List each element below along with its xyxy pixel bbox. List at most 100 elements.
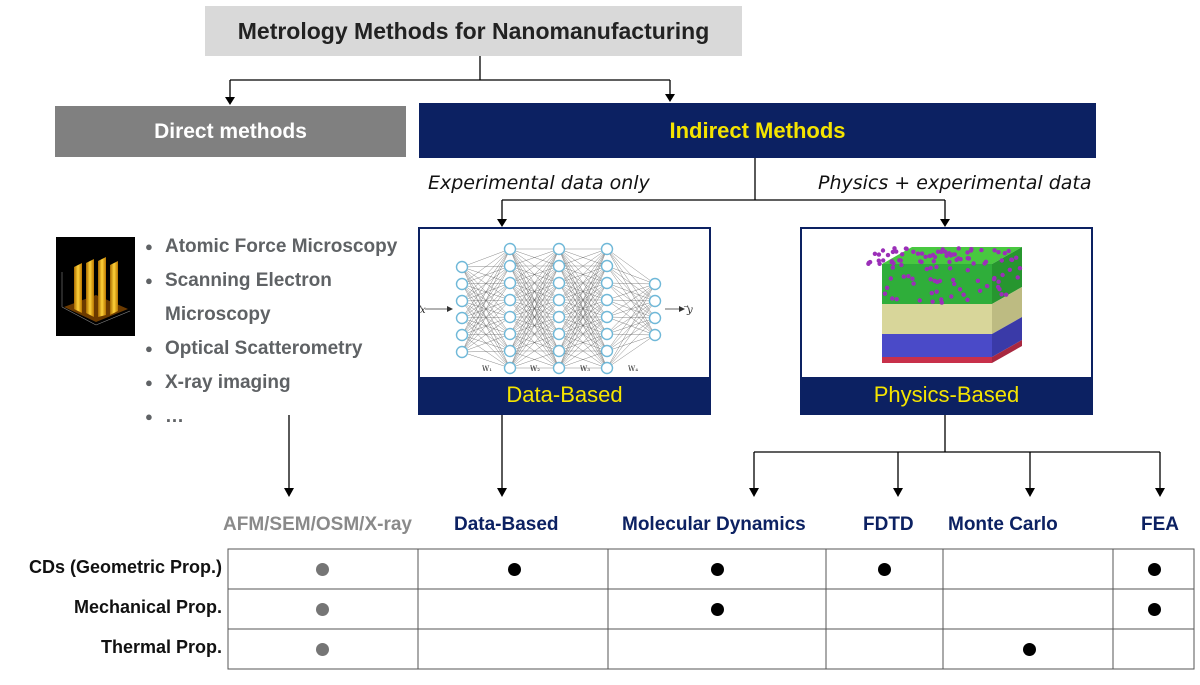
afm-surface-image — [56, 237, 135, 336]
branch-label-experimental: Experimental data only — [428, 172, 650, 194]
data-based-label: Data-Based — [420, 377, 709, 413]
molecule-dot — [890, 249, 896, 255]
data-based-panel: ⃗x ⃗y W₁ W₂ W₃ W₄ Data-Based — [418, 227, 711, 415]
molecule-dot — [952, 252, 957, 257]
molecule-dot — [954, 257, 959, 262]
neural-network-illustration: ⃗x ⃗y W₁ W₂ W₃ W₄ — [420, 242, 693, 375]
molecule-dot — [961, 292, 966, 297]
molecule-dot — [947, 259, 952, 265]
nn-output-label: ⃗y — [683, 305, 693, 316]
nn-weight-label: W₃ — [580, 365, 590, 373]
molecule-dot — [927, 253, 932, 259]
molecule-dot — [991, 277, 997, 282]
molecule-dot — [930, 299, 935, 304]
nn-weight-label: W₂ — [530, 365, 540, 373]
molecule-dot — [934, 264, 939, 270]
nn-node — [552, 276, 566, 290]
nn-node — [503, 327, 517, 341]
direct-methods-box: Direct methods — [55, 106, 406, 157]
molecule-dot — [897, 258, 902, 263]
method-afm: Atomic Force Microscopy — [145, 230, 397, 264]
molecule-dot — [949, 294, 954, 299]
nn-node — [552, 327, 566, 341]
molecule-dot — [1014, 255, 1019, 260]
nn-node — [503, 276, 517, 290]
molecule-dot — [952, 281, 957, 287]
molecule-dot — [965, 297, 970, 302]
molecule-dot — [975, 278, 981, 283]
method-sem: Scanning Electron Microscopy — [145, 264, 385, 332]
col-header-afm-sem-osm-xray: AFM/SEM/OSM/X-ray — [223, 514, 412, 535]
molecule-dot — [889, 259, 895, 264]
molecule-dot — [923, 254, 928, 259]
molecule-dot — [880, 248, 886, 253]
col-header-data-based: Data-Based — [454, 514, 559, 535]
molecule-dot — [901, 274, 906, 279]
molecule-dot — [984, 283, 990, 289]
nn-node — [503, 242, 517, 256]
table-mark — [316, 563, 329, 576]
table-mark — [508, 563, 521, 576]
table-mark — [1148, 603, 1161, 616]
table-mark — [711, 563, 724, 576]
molecule-dot — [911, 281, 916, 286]
molecule-dot — [915, 251, 921, 256]
molecule-dot — [979, 247, 984, 253]
nn-node — [600, 327, 614, 341]
nn-node — [455, 345, 469, 359]
molecule-dot — [1007, 267, 1012, 272]
nn-node — [600, 293, 614, 307]
molecule-dot — [965, 250, 970, 255]
molecule-dot — [885, 252, 891, 258]
molecule-dot — [957, 287, 963, 292]
molecule-dot — [884, 285, 890, 290]
molecule-dot — [968, 248, 974, 253]
molecule-dot — [950, 277, 956, 283]
branch-label-physics: Physics + experimental data — [818, 172, 1092, 194]
physics-based-label: Physics-Based — [802, 377, 1091, 413]
molecule-dot — [931, 259, 936, 264]
nn-node — [600, 361, 614, 375]
molecule-dot — [928, 277, 933, 282]
nn-node — [600, 259, 614, 273]
molecule-dot — [900, 252, 905, 257]
method-more: … — [145, 400, 397, 434]
nn-node — [648, 277, 662, 291]
nn-node — [503, 361, 517, 375]
method-xray: X-ray imaging — [145, 366, 397, 400]
nn-node — [455, 294, 469, 308]
molecule-dot — [956, 246, 961, 251]
molecule-dot — [894, 249, 899, 254]
molecule-dot — [992, 248, 997, 253]
molecule-dot — [999, 292, 1004, 297]
nn-node — [455, 277, 469, 291]
molecule-dot — [965, 268, 970, 273]
molecule-dot — [1015, 275, 1020, 280]
table-mark — [316, 643, 329, 656]
molecule-dot — [899, 262, 904, 268]
diagram-title: Metrology Methods for Nanomanufacturing — [205, 6, 742, 56]
table-mark — [316, 603, 329, 616]
molecule-dot — [872, 251, 878, 256]
physics-based-panel: Physics-Based — [800, 227, 1093, 415]
molecule-dot — [965, 256, 970, 261]
indirect-methods-box: Indirect Methods — [419, 103, 1096, 158]
molecule-dot — [890, 265, 895, 270]
table-mark — [1023, 643, 1036, 656]
molecule-dot — [910, 276, 915, 281]
nn-node — [552, 293, 566, 307]
nn-node — [503, 259, 517, 273]
molecule-dot — [1003, 292, 1009, 297]
molecule-dot — [881, 258, 886, 263]
table-mark — [711, 603, 724, 616]
molecule-dot — [971, 261, 976, 266]
row-label-cds: CDs (Geometric Prop.) — [28, 557, 222, 577]
nn-node — [503, 293, 517, 307]
molecular-slab-illustration — [866, 246, 1023, 363]
molecule-dot — [1000, 272, 1005, 278]
col-header-fea: FEA — [1141, 514, 1179, 535]
nn-node — [648, 294, 662, 308]
molecule-dot — [882, 291, 888, 296]
direct-methods-list: Atomic Force Microscopy Scanning Electro… — [145, 230, 397, 434]
